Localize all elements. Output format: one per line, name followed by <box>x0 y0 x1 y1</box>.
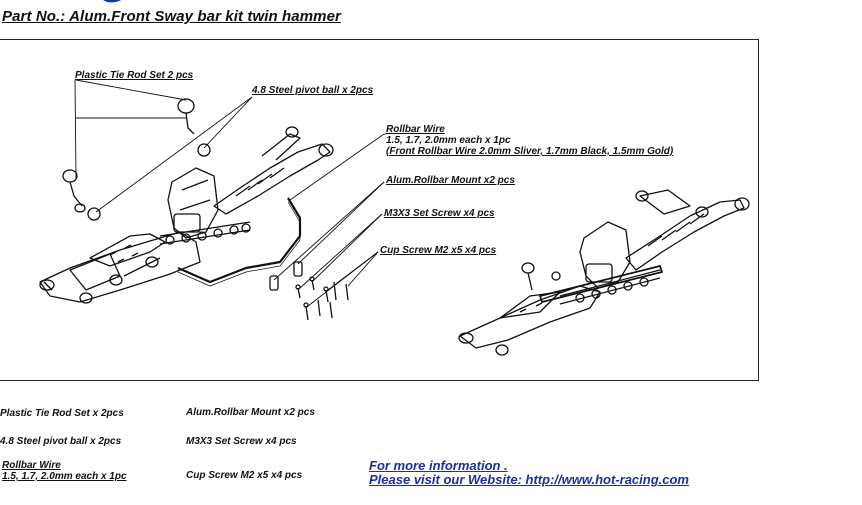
callout-cup-screw: Cup Screw M2 x5 x4 pcs <box>380 245 497 256</box>
legend-rollbar-sizes: 1.5, 1.7, 2.0mm each x 1pc <box>2 471 127 482</box>
callout-rollbar-note: (Front Rollbar Wire 2.0mm Sliver, 1.7mm … <box>386 146 674 157</box>
legend-set-screw: M3X3 Set Screw x4 pcs <box>186 436 297 447</box>
rollbar-mounts <box>269 261 303 291</box>
callout-rollbar-title: Rollbar Wire <box>386 124 445 135</box>
left-suspension-assembly <box>39 126 334 304</box>
website-info: For more information . Please visit our … <box>369 459 689 487</box>
legend-rollbar-title: Rollbar Wire <box>2 460 61 471</box>
tie-rod-ends <box>62 98 195 213</box>
callout-pivot-ball: 4.8 Steel pivot ball x 2pcs <box>252 85 374 96</box>
page-title: Part No.: Alum.Front Sway bar kit twin h… <box>2 8 341 25</box>
pivot-balls <box>87 143 211 221</box>
small-screws <box>295 276 349 321</box>
callout-rollbar-sizes: 1.5, 1.7, 2.0mm each x 1pc <box>386 135 511 146</box>
logo-fragment <box>103 0 122 3</box>
legend-rollbar-mount: Alum.Rollbar Mount x2 pcs <box>186 407 315 418</box>
diagram-frame <box>0 39 759 381</box>
website-link[interactable]: Please visit our Website: http://www.hot… <box>369 472 689 487</box>
callout-set-screw: M3X3 Set Screw x4 pcs <box>384 208 495 219</box>
callout-tie-rod: Plastic Tie Rod Set 2 pcs <box>75 70 194 81</box>
legend-cup-screw: Cup Screw M2 x5 x4 pcs <box>186 470 303 481</box>
right-assembly <box>458 189 750 356</box>
legend-rollbar-wire: Rollbar Wire 1.5, 1.7, 2.0mm each x 1pc <box>2 460 127 482</box>
legend-tie-rod: Plastic Tie Rod Set x 2pcs <box>0 408 124 419</box>
legend-pivot-ball: 4.8 Steel pivot ball x 2pcs <box>0 436 122 447</box>
sway-bar-wire <box>177 197 302 284</box>
leader-lines <box>74 79 386 307</box>
info-line-1: For more information . <box>369 458 508 473</box>
callout-rollbar-mount: Alum.Rollbar Mount x2 pcs <box>386 175 515 186</box>
callout-rollbar-wire: Rollbar Wire 1.5, 1.7, 2.0mm each x 1pc … <box>386 124 673 157</box>
